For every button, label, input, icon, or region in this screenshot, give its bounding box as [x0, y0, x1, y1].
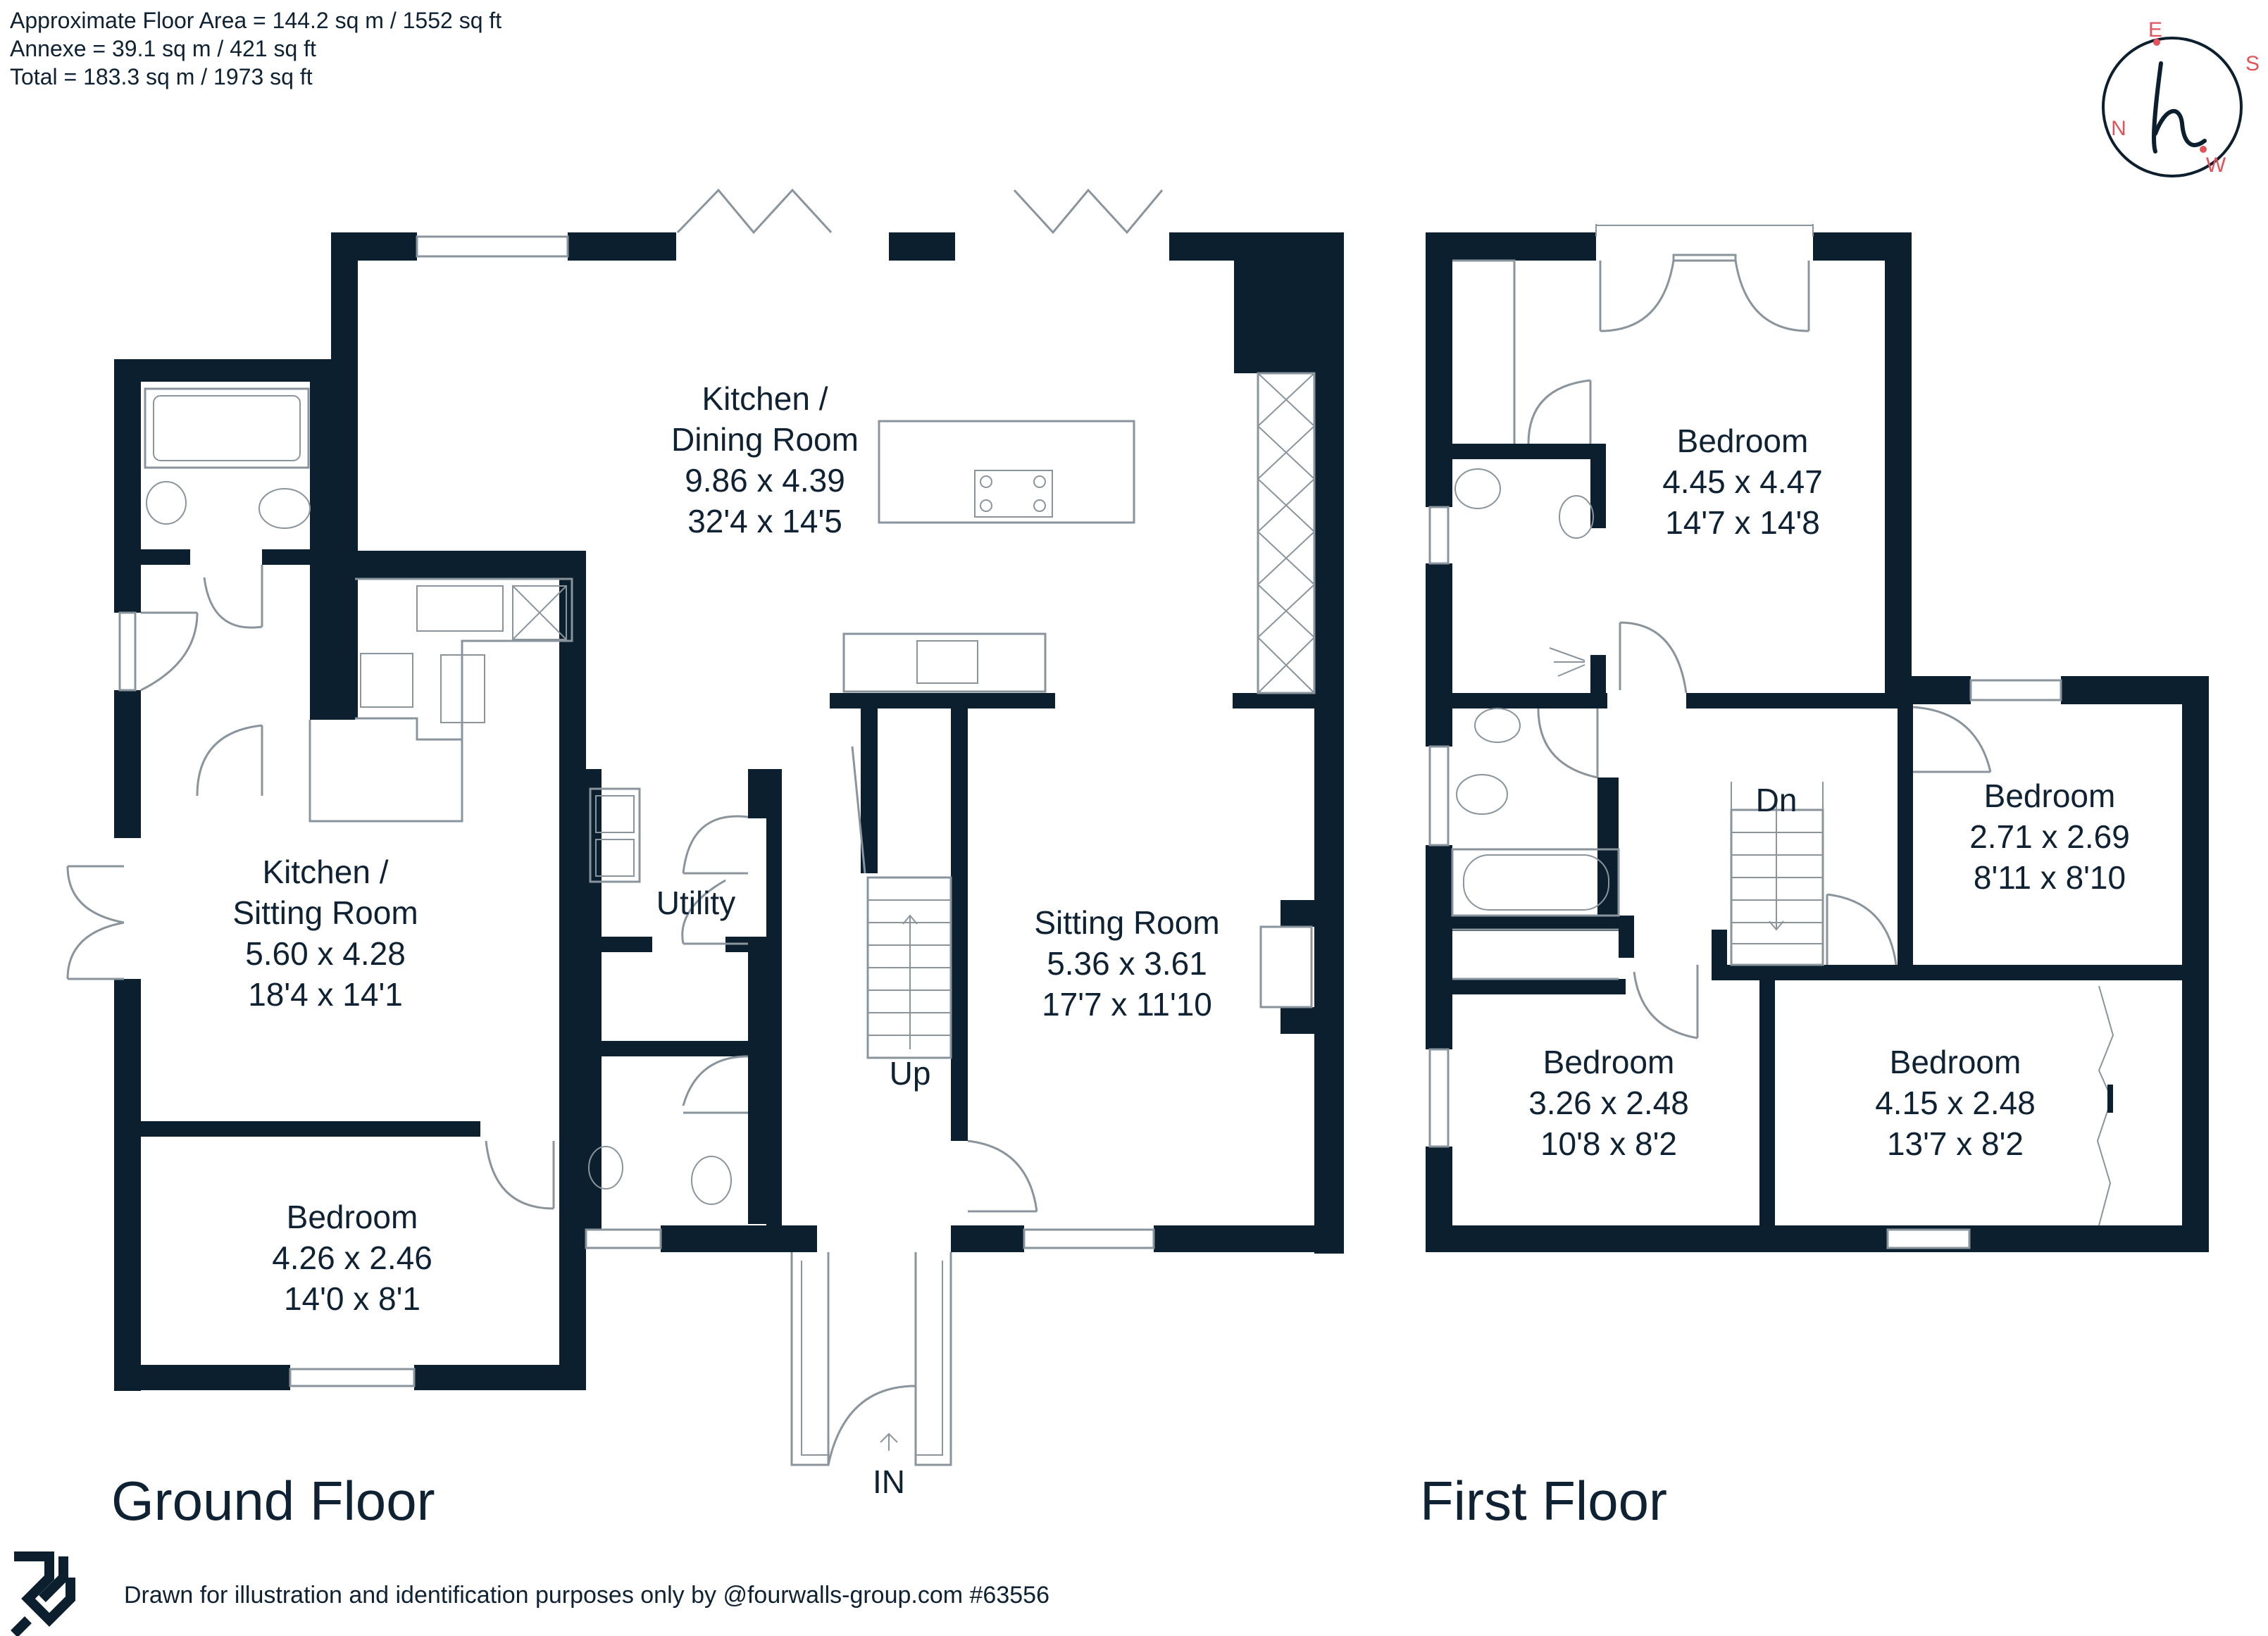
kitchen-island: [878, 420, 1135, 524]
main-bedroom-label: Bedroom: [1677, 423, 1809, 459]
basin-icon: [1474, 708, 1521, 743]
kitchen-sitting-imperial: 18'4 x 14'1: [248, 976, 403, 1013]
bedroom-4-metric: 4.15 x 2.48: [1875, 1085, 2036, 1121]
bedroom-4-label: Bedroom: [1890, 1044, 2021, 1080]
basin-icon: [1559, 495, 1594, 539]
basin-icon: [146, 481, 187, 525]
annexe-bedroom-metric: 4.26 x 2.46: [272, 1240, 432, 1276]
sink-counter: [842, 632, 1047, 693]
bath-icon: [1451, 848, 1620, 917]
shower-icon: [1549, 647, 1585, 677]
annexe-bedroom-label: Bedroom: [287, 1199, 418, 1235]
ground-floor-windows: [118, 235, 1155, 1387]
toilet-icon: [1456, 774, 1508, 815]
sitting-room-metric: 5.36 x 3.61: [1047, 945, 1207, 982]
first-floor-title: First Floor: [1420, 1470, 1667, 1532]
annexe-area-text: Annexe = 39.1 sq m / 421 sq ft: [10, 36, 316, 61]
first-floor-walls: [1426, 232, 2209, 1252]
ground-floor-labels: Kitchen / Dining Room 9.86 x 4.39 32'4 x…: [232, 380, 1219, 1500]
ground-floor-title: Ground Floor: [111, 1470, 435, 1532]
compass-dot-icon: [2153, 39, 2160, 46]
first-floor-doors: [1452, 254, 2114, 1226]
entrance-arrow-icon: [880, 1432, 898, 1451]
first-floor-labels: Bedroom 4.45 x 4.47 14'7 x 14'8 Bedroom …: [1528, 423, 2130, 1162]
fourwalls-logo-icon: [11, 1551, 75, 1636]
first-floor-fixtures: [1451, 259, 1824, 966]
compass-south: S: [2245, 52, 2260, 75]
compass-logo: E S N W: [2102, 18, 2260, 177]
main-bedroom-metric: 4.45 x 4.47: [1662, 463, 1823, 500]
floor-area-text: Approximate Floor Area = 144.2 sq m / 15…: [10, 8, 501, 33]
compass-west: W: [2206, 154, 2226, 177]
total-area-text: Total = 183.3 sq m / 1973 sq ft: [10, 64, 313, 89]
sink-icon: [416, 585, 504, 632]
sitting-room-label: Sitting Room: [1034, 904, 1219, 941]
bedroom-3-label: Bedroom: [1543, 1044, 1675, 1080]
bedroom-2-imperial: 8'11 x 8'10: [1974, 859, 2126, 896]
ground-floor-fixtures: [144, 372, 1316, 1466]
ground-floor-walls: [114, 232, 1344, 1391]
tall-units: [1257, 372, 1316, 694]
sink-icon: [916, 640, 978, 684]
footer-disclaimer: Drawn for illustration and identificatio…: [124, 1582, 1049, 1609]
basin-icon: [588, 1146, 623, 1189]
bath-icon: [144, 387, 310, 469]
ground-floor-doors: [66, 188, 1164, 1466]
first-floor-windows: [1428, 224, 2062, 1249]
logo-h-icon: [2152, 61, 2207, 154]
compass-ring-icon: [2102, 37, 2243, 177]
kitchen-dining-label-1: Kitchen /: [702, 380, 828, 417]
stairs-down-label: Dn: [1756, 782, 1797, 818]
utility-sink: [589, 787, 641, 883]
main-bedroom-imperial: 14'7 x 14'8: [1665, 504, 1820, 541]
toilet-icon: [691, 1156, 732, 1205]
bedroom-3-metric: 3.26 x 2.48: [1528, 1085, 1689, 1121]
compass-east: E: [2148, 18, 2162, 42]
utility-label: Utility: [656, 885, 735, 921]
sitting-room-imperial: 17'7 x 11'10: [1042, 986, 1212, 1023]
hob-icon: [974, 470, 1053, 518]
entrance-label: IN: [873, 1463, 905, 1500]
hob-icon: [360, 653, 413, 708]
kitchen-dining-metric: 9.86 x 4.39: [685, 462, 845, 499]
kitchen-sitting-metric: 5.60 x 4.28: [245, 935, 406, 972]
compass-north: N: [2111, 117, 2126, 140]
bedroom-2-metric: 2.71 x 2.69: [1969, 818, 2130, 855]
kitchen-sitting-label-2: Sitting Room: [232, 894, 418, 931]
bedroom-4-imperial: 13'7 x 8'2: [1887, 1125, 2024, 1162]
toilet-icon: [1454, 468, 1501, 509]
annexe-bedroom-imperial: 14'0 x 8'1: [284, 1280, 420, 1317]
bedroom-3-imperial: 10'8 x 8'2: [1540, 1125, 1677, 1162]
bedroom-2-label: Bedroom: [1984, 778, 2116, 814]
toilet-icon: [258, 488, 311, 529]
kitchen-dining-imperial: 32'4 x 14'5: [687, 503, 842, 539]
kitchen-sitting-label-1: Kitchen /: [263, 854, 389, 890]
kitchen-dining-label-2: Dining Room: [671, 421, 859, 458]
stairs-up-label: Up: [890, 1055, 931, 1092]
compass-dot-icon: [2200, 146, 2207, 153]
fireplace: [1259, 925, 1313, 1009]
